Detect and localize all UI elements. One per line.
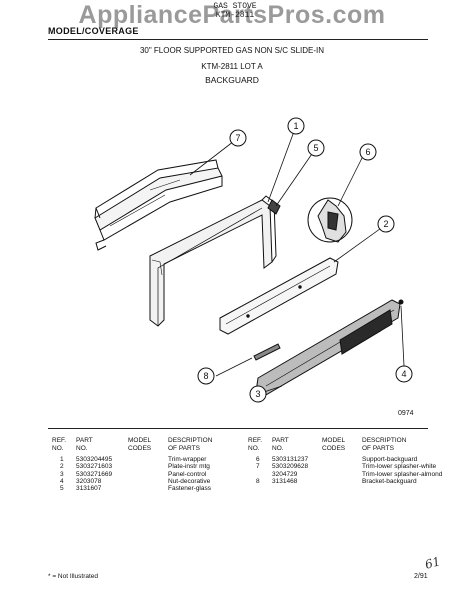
callout-6-detail-circle bbox=[307, 197, 353, 243]
part-2-plate-instr-mtg bbox=[219, 257, 339, 335]
callout-6: 6 bbox=[359, 143, 377, 161]
product-description: 30" FLOOR SUPPORTED GAS NON S/C SLIDE-IN bbox=[139, 46, 325, 55]
header-rule bbox=[48, 39, 428, 40]
svg-text:7: 7 bbox=[235, 133, 240, 143]
part-6-support-backguard bbox=[317, 199, 347, 243]
callout-8: 8 bbox=[197, 367, 215, 385]
part-1-trim-wrapper bbox=[149, 195, 277, 327]
handwritten-note: 61 bbox=[423, 554, 442, 572]
model-coverage-label: MODEL/COVERAGE bbox=[48, 26, 139, 36]
section-title: BACKGUARD bbox=[205, 75, 259, 85]
svg-text:3: 3 bbox=[255, 389, 260, 399]
svg-text:1: 1 bbox=[293, 121, 298, 131]
part-3-panel-control bbox=[255, 299, 401, 397]
exploded-parts-diagram: 7 1 5 6 2 8 3 4 bbox=[94, 117, 413, 403]
doc-type-header: GAS STOVE KTM-2811 bbox=[180, 2, 290, 20]
table-top-rule bbox=[48, 428, 428, 429]
svg-text:2: 2 bbox=[383, 219, 388, 229]
header-ref-no: REF.NO. bbox=[248, 437, 263, 452]
callout-7: 7 bbox=[229, 129, 247, 147]
callout-2: 2 bbox=[377, 215, 395, 233]
callout-5: 5 bbox=[307, 139, 325, 157]
callout-3: 3 bbox=[249, 385, 267, 403]
lot-label: KTM-2811 LOT A bbox=[201, 62, 263, 71]
callout-1: 1 bbox=[287, 117, 305, 135]
svg-text:8: 8 bbox=[203, 371, 208, 381]
revision-date: 2/91 bbox=[414, 573, 428, 580]
part-7-trim-lower-splasher bbox=[94, 159, 223, 251]
svg-text:4: 4 bbox=[401, 369, 406, 379]
svg-text:5: 5 bbox=[313, 143, 318, 153]
diagram-reference-code: 0974 bbox=[398, 410, 414, 417]
callout-4: 4 bbox=[395, 365, 413, 383]
part-4-nut-decorative bbox=[398, 299, 404, 305]
doc-type: GAS STOVE bbox=[213, 2, 257, 11]
watermark: AppliancePartsPros.com bbox=[78, 1, 386, 29]
part-8-bracket-backguard bbox=[253, 343, 281, 361]
svg-text:6: 6 bbox=[365, 147, 370, 157]
header-ref-no: REF.NO. bbox=[52, 437, 67, 452]
not-illustrated-footnote: * = Not Illustrated bbox=[48, 573, 99, 580]
part-5-fastener-glass bbox=[267, 199, 281, 215]
model-number: KTM-2811 bbox=[215, 11, 255, 20]
